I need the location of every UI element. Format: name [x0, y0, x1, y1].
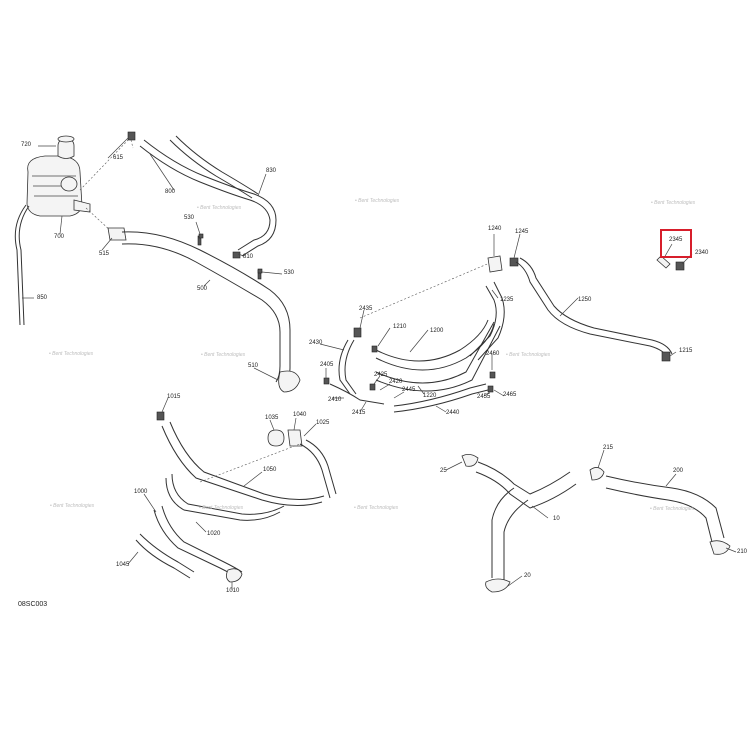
watermark: • Bent Technologies: [49, 351, 94, 357]
callout-515[interactable]: 515: [99, 251, 110, 257]
watermark: • Bent Technologies: [650, 506, 695, 512]
callout-1020[interactable]: 1020: [207, 531, 221, 537]
callout-210[interactable]: 210: [737, 549, 748, 555]
watermark: • Bent Technologies: [201, 352, 246, 358]
callout-1250[interactable]: 1250: [578, 297, 592, 303]
callout-2415[interactable]: 2415: [352, 410, 366, 416]
fitting-1040: [287, 429, 303, 447]
callout-200[interactable]: 200: [673, 468, 684, 474]
hose-1050: [161, 425, 323, 506]
callout-530[interactable]: 530: [284, 270, 295, 276]
watermark: • Bent Technologies: [355, 198, 400, 204]
callout-1025[interactable]: 1025: [316, 420, 330, 426]
callout-2410[interactable]: 2410: [328, 397, 342, 403]
hose-2440: [393, 383, 487, 407]
callout-2345[interactable]: 2345: [669, 237, 683, 243]
watermark: • Bent Technologies: [354, 505, 399, 511]
callout-1045[interactable]: 1045: [116, 562, 130, 568]
watermark: • Bent Technologies: [506, 352, 551, 358]
callout-1245[interactable]: 1245: [515, 229, 529, 235]
callout-530[interactable]: 530: [184, 215, 195, 221]
fitting-2345: [656, 255, 671, 269]
callout-1040[interactable]: 1040: [293, 412, 307, 418]
clamp-1010: [226, 568, 243, 583]
hose-10: [477, 461, 571, 495]
diagram-reference: 08SC003: [18, 601, 48, 608]
clamp-615: [127, 131, 136, 141]
callout-1220[interactable]: 1220: [423, 393, 437, 399]
callout-2445[interactable]: 2445: [402, 387, 416, 393]
clamp-510: [278, 370, 301, 393]
highlight-box: [660, 229, 692, 258]
callout-615[interactable]: 615: [113, 155, 124, 161]
clamp-1035: [267, 429, 285, 447]
clamp-810: [232, 251, 241, 259]
clamp-1215: [661, 351, 671, 362]
callout-1240[interactable]: 1240: [488, 226, 502, 232]
clamp-25: [461, 454, 479, 467]
hose-2430: [338, 339, 351, 395]
hose-2410: [329, 383, 385, 405]
hose-1220: [375, 321, 495, 384]
callout-500[interactable]: 500: [197, 286, 208, 292]
clamp-20: [485, 578, 511, 593]
hose-200: [605, 475, 725, 539]
callout-2420[interactable]: 2420: [389, 379, 403, 385]
watermark: • Bent Technologies: [197, 205, 242, 211]
callout-810[interactable]: 810: [243, 254, 254, 260]
hose-800: [139, 145, 271, 251]
leader-lines: [22, 137, 737, 590]
callout-25[interactable]: 25: [440, 468, 447, 474]
callout-1210[interactable]: 1210: [393, 324, 407, 330]
callout-700[interactable]: 700: [54, 234, 65, 240]
callout-850[interactable]: 850: [37, 295, 48, 301]
callout-800[interactable]: 800: [165, 189, 176, 195]
hose-1025: [299, 443, 331, 499]
fitting-515: [107, 227, 127, 241]
callout-215[interactable]: 215: [603, 445, 614, 451]
callout-10[interactable]: 10: [553, 516, 560, 522]
callout-1015[interactable]: 1015: [167, 394, 181, 400]
callout-2340[interactable]: 2340: [695, 250, 709, 256]
watermark: • Bent Technologies: [651, 200, 696, 206]
clamp-210: [709, 540, 731, 555]
callout-2405[interactable]: 2405: [320, 362, 334, 368]
callout-2455[interactable]: 2455: [477, 394, 491, 400]
callout-1050[interactable]: 1050: [263, 467, 277, 473]
callout-2460[interactable]: 2460: [486, 351, 500, 357]
callout-1215[interactable]: 1215: [679, 348, 693, 354]
hose-1045: [135, 539, 191, 579]
nut-2340: [675, 261, 685, 271]
callout-2440[interactable]: 2440: [446, 410, 460, 416]
callout-1235[interactable]: 1235: [500, 297, 514, 303]
hose-1020: [153, 509, 239, 579]
coolant-reservoir: [26, 135, 91, 217]
callout-1000[interactable]: 1000: [134, 489, 148, 495]
fitting-1240: [487, 255, 503, 273]
callout-1035[interactable]: 1035: [265, 415, 279, 421]
callout-2430[interactable]: 2430: [309, 340, 323, 346]
callout-2425[interactable]: 2425: [374, 372, 388, 378]
callout-720[interactable]: 720: [21, 142, 32, 148]
watermark: • Bent Technologies: [50, 503, 95, 509]
callout-1200[interactable]: 1200: [430, 328, 444, 334]
hose-1200: [375, 319, 489, 362]
clamp-215: [589, 467, 605, 481]
clamp-2435: [353, 327, 362, 338]
callout-2435[interactable]: 2435: [359, 306, 373, 312]
callout-510[interactable]: 510: [248, 363, 259, 369]
hose-1250: [515, 261, 669, 359]
callout-830[interactable]: 830: [266, 168, 277, 174]
hose-500: [121, 231, 291, 387]
callout-2465[interactable]: 2465: [503, 392, 517, 398]
callout-20[interactable]: 20: [524, 573, 531, 579]
callout-1010[interactable]: 1010: [226, 588, 240, 594]
clamp-1015: [156, 411, 165, 421]
overflow-hose: [14, 204, 27, 326]
watermark: • Bent Technologies: [199, 505, 244, 511]
